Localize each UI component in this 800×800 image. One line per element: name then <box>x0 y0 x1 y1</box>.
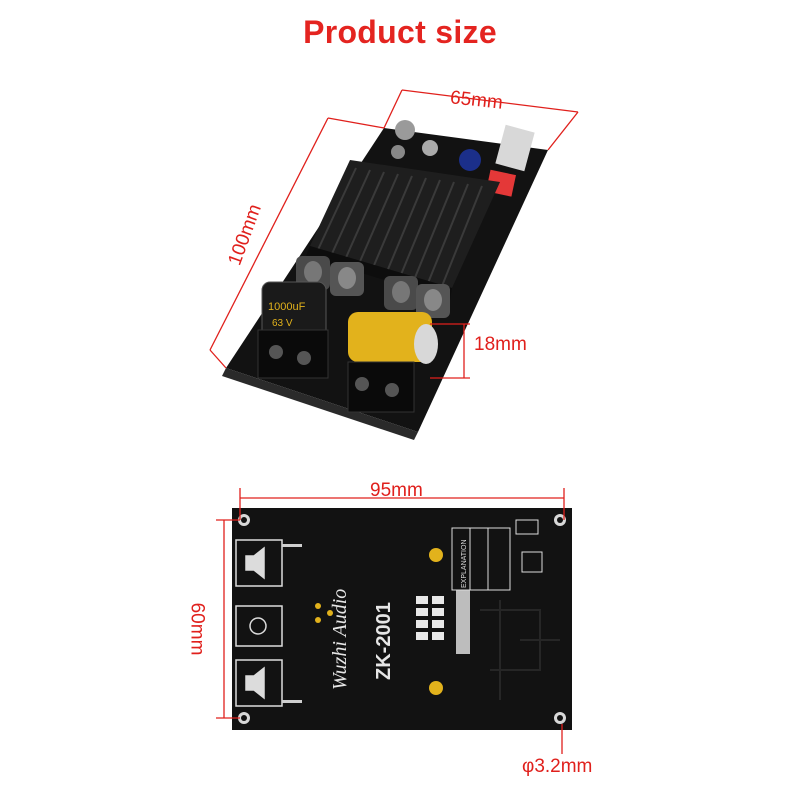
dimension-lines-bottom <box>216 488 565 754</box>
speaker-markings <box>235 539 283 707</box>
explanation-text: EXPLANATION <box>461 540 468 589</box>
bottom-view-board: Wuzhi Audio ZK-2001 EXPLANATION <box>216 488 572 754</box>
dimension-lines-top <box>209 89 579 379</box>
pcb-bottom <box>232 508 572 730</box>
pin-header <box>416 590 470 654</box>
top-view-board: 1000uF 63 V <box>209 89 579 440</box>
width-label-bottom: 95mm <box>370 480 423 501</box>
inductors <box>296 256 450 318</box>
capacitors: 1000uF 63 V <box>261 281 438 364</box>
screw-terminals <box>257 329 415 413</box>
brand-text: Wuzhi Audio <box>329 589 351 690</box>
height-label-bottom: 60mm <box>186 602 208 656</box>
hole-diameter-label: φ3.2mm <box>522 756 593 777</box>
audio-connector <box>495 124 535 172</box>
height-label-top: 18mm <box>474 334 527 355</box>
gold-pads <box>315 548 443 695</box>
model-text: ZK-2001 <box>373 602 395 680</box>
capacitor-label: 1000uF <box>268 301 306 313</box>
heatsink <box>306 160 500 300</box>
page-title: Product size <box>303 14 497 50</box>
capacitor-voltage: 63 V <box>272 318 293 329</box>
explanation-table <box>451 519 543 591</box>
small-capacitor <box>395 120 415 140</box>
blue-capacitor <box>459 149 481 171</box>
